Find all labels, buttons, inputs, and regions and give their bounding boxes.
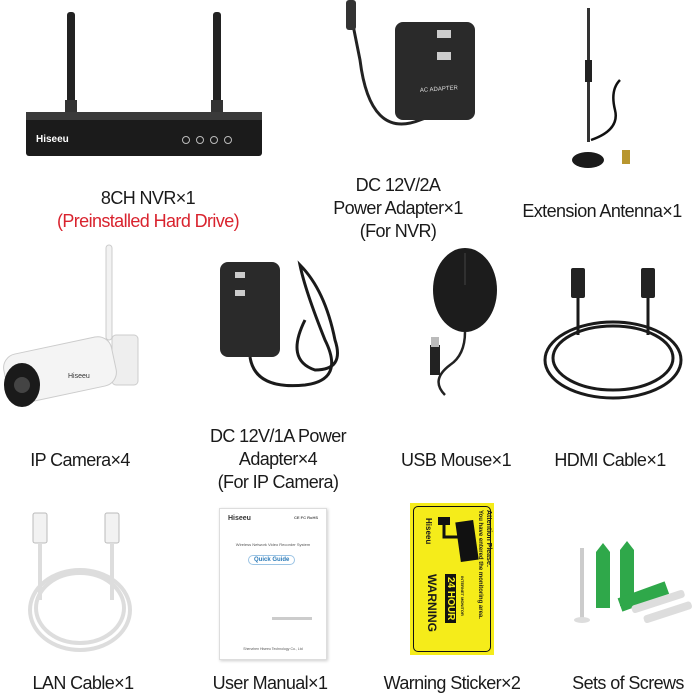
adapter-label-text: AC ADAPTER	[420, 85, 459, 94]
camera-brand-logo: Hiseeu	[68, 373, 90, 380]
screws-image	[570, 540, 695, 635]
nvr-image: Hiseeu	[0, 0, 280, 170]
user-manual-label: User Manual×1	[213, 672, 328, 695]
lan-cable-image	[25, 505, 145, 660]
label-line: Adapter×4	[238, 449, 318, 469]
warning-sticker-image: Attention Please: You have entered the m…	[410, 503, 494, 655]
manual-certs: CE FC RoHS	[294, 515, 318, 520]
label-line: USB Mouse×1	[401, 450, 512, 470]
screws-label: Sets of Screws	[572, 672, 684, 695]
usb-mouse-label: USB Mouse×1	[401, 449, 512, 472]
warning-sticker-label: Warning Sticker×2	[384, 672, 521, 695]
manual-brand-logo: Hiseeu	[228, 515, 251, 522]
ip-camera-image: Hiseeu	[0, 240, 150, 410]
manual-system-illustration	[272, 587, 312, 620]
nvr-label: 8CH NVR×1 (Preinstalled Hard Drive)	[56, 187, 240, 233]
nvr-hdd-note: (Preinstalled Hard Drive)	[56, 211, 240, 231]
sticker-monitor: INTERNET MONITOR	[460, 576, 465, 616]
label-line: DC 12V/2A	[355, 175, 441, 195]
hdmi-cable-image	[535, 260, 685, 410]
camera-power-adapter-label: DC 12V/1A Power Adapter×4 (For IP Camera…	[209, 425, 347, 494]
label-line: (For NVR)	[359, 221, 437, 241]
ip-camera-label: IP Camera×4	[30, 449, 130, 472]
extension-antenna-label: Extension Antenna×1	[522, 200, 682, 223]
label-line: Warning Sticker×2	[383, 673, 521, 693]
user-manual-image: Hiseeu CE FC RoHS Wireless Network Video…	[219, 508, 327, 660]
label-line: DC 12V/1A Power	[209, 426, 347, 446]
label-line: HDMI Cable×1	[554, 450, 666, 470]
nvr-brand-logo: Hiseeu	[36, 134, 69, 145]
label-line: Power Adapter×1	[333, 198, 463, 218]
nvr-label-line: 8CH NVR×1	[100, 188, 196, 208]
hdmi-cable-label: HDMI Cable×1	[554, 449, 666, 472]
sticker-hours: 24 HOUR	[445, 577, 456, 621]
extension-antenna-image	[560, 0, 650, 180]
label-line: Sets of Screws	[572, 673, 684, 693]
label-line: Extension Antenna×1	[522, 201, 682, 221]
usb-mouse-image	[420, 245, 510, 410]
sticker-warning: WARNING	[425, 574, 439, 632]
sticker-attention: Attention Please:	[485, 510, 492, 568]
nvr-power-adapter-image: AC ADAPTER	[320, 0, 500, 160]
manual-footer: Shenzhen Hiseeu Technology Co., Ltd	[243, 646, 303, 651]
label-line: LAN Cable×1	[32, 673, 135, 693]
label-line: (For IP Camera)	[217, 472, 339, 492]
lan-cable-label: LAN Cable×1	[32, 672, 135, 695]
sticker-brand-logo: Hiseeu	[424, 518, 433, 545]
label-line: IP Camera×4	[30, 450, 130, 470]
nvr-power-adapter-label: DC 12V/2A Power Adapter×1 (For NVR)	[333, 174, 463, 243]
sticker-notice: You have entered the monitoring area.	[477, 510, 483, 619]
camera-icon	[438, 517, 479, 563]
manual-quick-guide: Quick Guide	[248, 555, 296, 565]
label-line: User Manual×1	[212, 673, 328, 693]
manual-title: Wireless Network Video Recorder System	[235, 542, 311, 547]
camera-power-adapter-image	[205, 250, 355, 400]
